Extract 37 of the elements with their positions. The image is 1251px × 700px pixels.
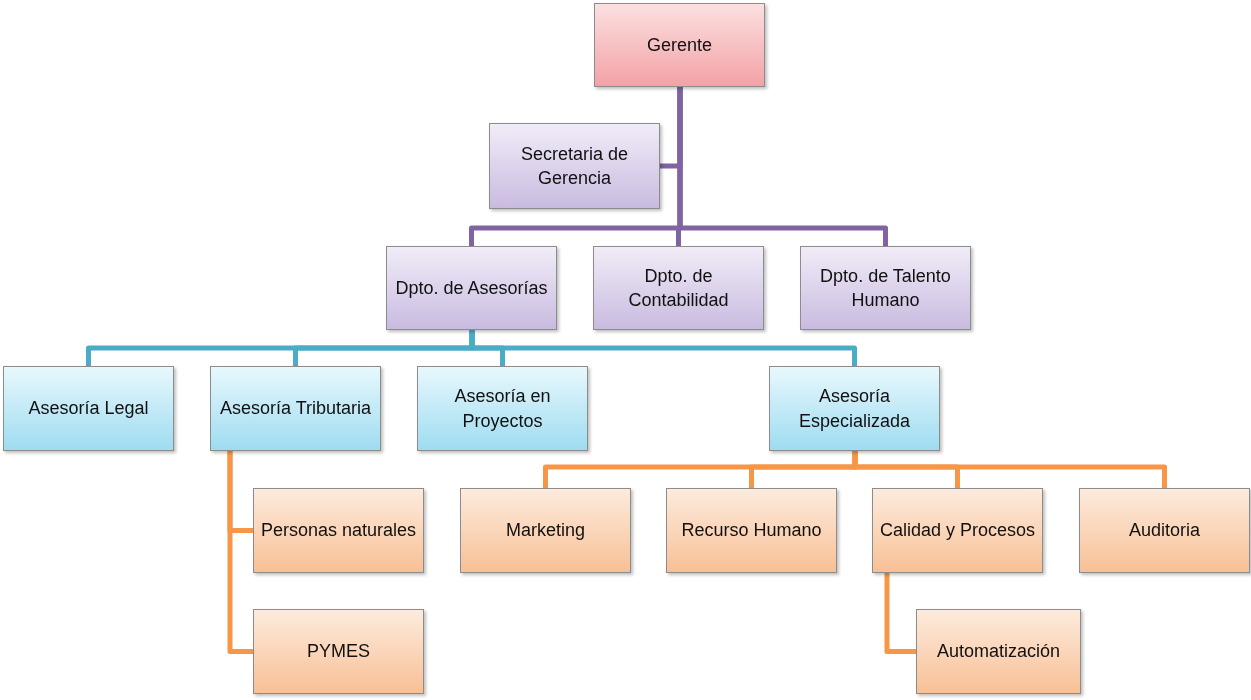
org-box: [916, 609, 1081, 694]
connector-line: [884, 573, 916, 654]
org-box: [210, 366, 381, 451]
box-label: Asesoría Especializada: [797, 385, 912, 433]
connector-line: [227, 451, 253, 654]
connector-line: [469, 330, 857, 366]
box-label: Dpto. de Asesorías: [395, 276, 548, 300]
box-label: PYMES: [307, 640, 370, 664]
org-box: [489, 123, 660, 209]
org-box: [386, 246, 557, 330]
box-label: Recurso Humano: [681, 519, 822, 543]
org-box: [253, 488, 424, 573]
box-label: Asesoría Legal: [28, 397, 149, 421]
connector-line: [677, 87, 888, 246]
box-label: Asesoría en Proyectos: [453, 385, 552, 433]
org-box: [666, 488, 837, 573]
box-label: Dpto. de Talento Humano: [819, 264, 952, 312]
org-box: [872, 488, 1043, 573]
box-label: Asesoría Tributaria: [219, 397, 372, 421]
box-label: Marketing: [506, 519, 585, 543]
org-box: [417, 366, 588, 451]
box-label: Secretaria de Gerencia: [519, 142, 630, 190]
org-box: [253, 609, 424, 694]
box-label: Calidad y Procesos: [879, 519, 1036, 543]
box-label: Automatización: [936, 640, 1061, 664]
org-box: [3, 366, 174, 451]
box-label: Dpto. de Contabilidad: [627, 264, 730, 312]
box-label: Personas naturales: [260, 519, 417, 543]
org-box: [593, 246, 764, 330]
org-box: [800, 246, 971, 330]
box-label: Auditoria: [1128, 519, 1200, 543]
org-box: [769, 366, 940, 451]
connector-line: [852, 451, 1167, 488]
org-box: [1079, 488, 1250, 573]
box-label: Gerente: [646, 33, 712, 57]
org-box: [594, 3, 765, 87]
org-box: [460, 488, 631, 573]
